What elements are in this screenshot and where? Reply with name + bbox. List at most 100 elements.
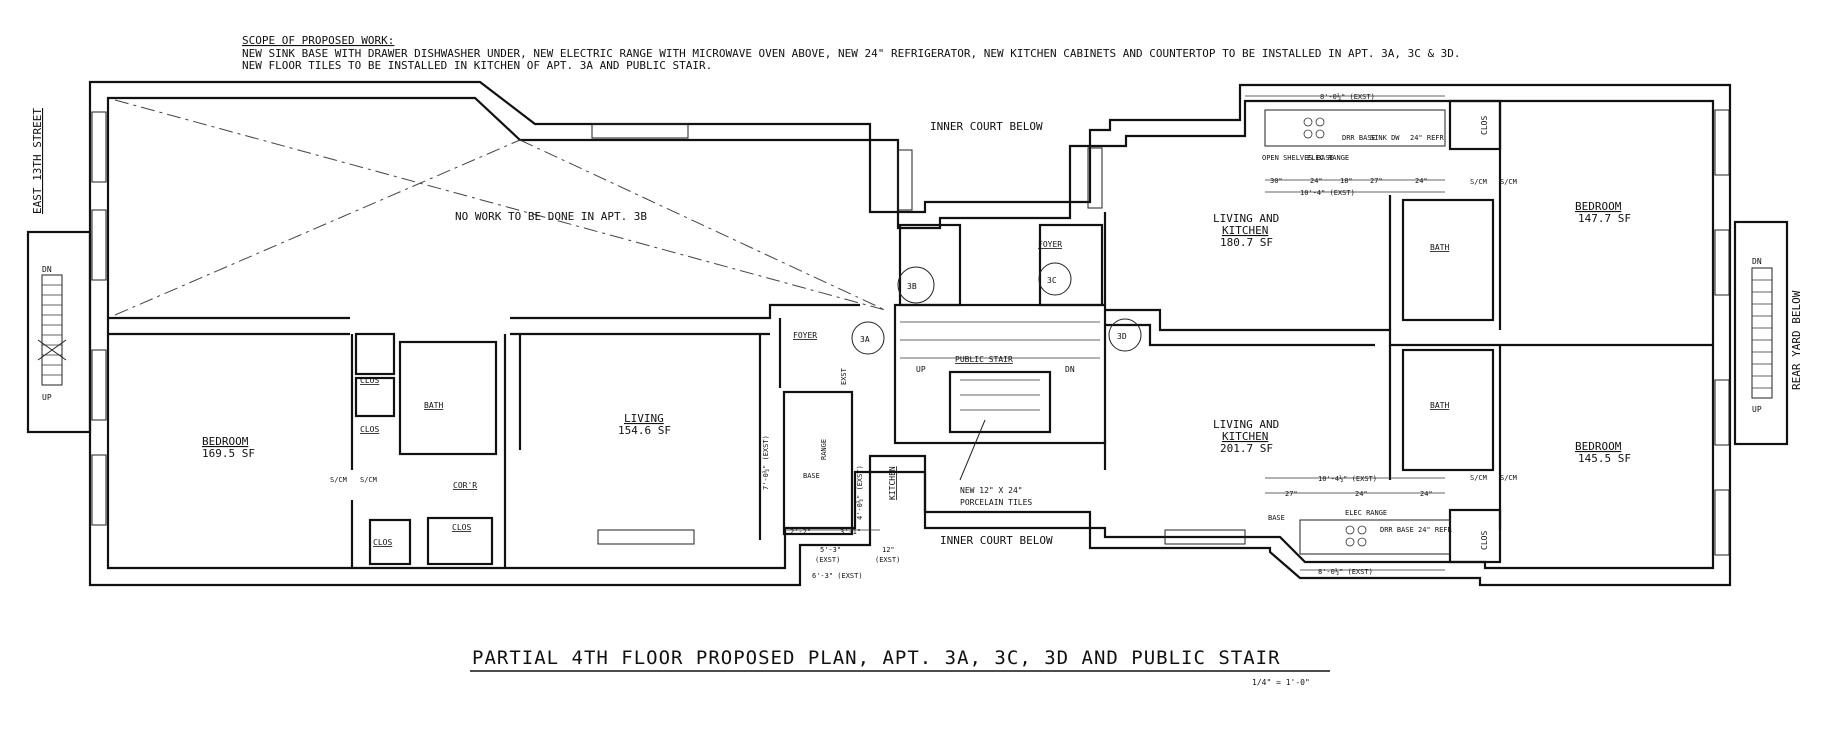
apt-3a-corr-label: COR'R	[453, 481, 477, 490]
apt-3a: BEDROOM 169.5 SF CLOS CLOS CLOS CLOS BAT…	[202, 321, 900, 580]
apt-3a-dim-exst-2: (EXST)	[875, 556, 900, 564]
apt-3b: NO WORK TO BE DONE IN APT. 3B 3B	[114, 99, 935, 316]
apt-3a-living-area: 154.6 SF	[618, 424, 671, 437]
scope-line-1: NEW SINK BASE WITH DRAWER DISHWASHER UND…	[242, 47, 1461, 60]
apt-3a-foyer-label: FOYER	[793, 331, 817, 340]
apt-3c-d30: 30"	[1270, 177, 1283, 185]
apt-3a-scm-1: S/CM	[330, 476, 347, 484]
apt-3d-dim-top: 10'-4½" (EXST)	[1318, 475, 1377, 483]
apt-3c-kitchen-label: KITCHEN	[1222, 224, 1268, 237]
apt-3c-d27: 27"	[1370, 177, 1383, 185]
public-stair-up: UP	[916, 365, 926, 374]
apt-3c: FOYER 3C LIVING AND KITCHEN 180.7 SF BED…	[1038, 93, 1631, 296]
apt-3a-base-label: BASE	[803, 472, 820, 480]
apt-3a-living-label: LIVING	[624, 412, 664, 425]
apt-3c-bath-label: BATH	[1430, 243, 1449, 252]
apt-3b-tag: 3B	[907, 282, 917, 291]
apt-3c-scm-2: S/CM	[1500, 178, 1517, 186]
apt-3a-bath-label: BATH	[424, 401, 443, 410]
apt-3d-kitchen-label: KITCHEN	[1222, 430, 1268, 443]
apt-3d-d24-2: 24"	[1420, 490, 1433, 498]
apt-3c-elec-range: ELEC RANGE	[1307, 154, 1349, 162]
apt-3c-living-label: LIVING AND	[1213, 212, 1279, 225]
apt-3a-dim-3-1: 3'-1"	[840, 528, 861, 536]
public-stair: PUBLIC STAIR UP DN NEW 12" X 24" PORCELA…	[900, 321, 1100, 507]
apt-3d-bedroom-area: 145.5 SF	[1578, 452, 1631, 465]
plan-scale: 1/4" = 1'-0"	[1252, 678, 1310, 687]
apt-3d-d27: 27"	[1285, 490, 1298, 498]
windows	[91, 109, 1730, 556]
apt-3c-tag: 3C	[1047, 276, 1057, 285]
apt-3c-living-area: 180.7 SF	[1220, 236, 1273, 249]
apt-3d-living-area: 201.7 SF	[1220, 442, 1273, 455]
street-label: EAST 13TH STREET	[31, 108, 44, 214]
apt-3d-elec-range: ELEC RANGE	[1345, 509, 1387, 517]
apt-3c-clos-label: CLOS	[1480, 116, 1489, 135]
apt-3d-tag: 3D	[1117, 332, 1127, 341]
apt-3d-refr: 24" REFR	[1418, 526, 1453, 534]
apt-3c-sink: SINK DW	[1370, 134, 1400, 142]
apt-3c-bedroom-area: 147.7 SF	[1578, 212, 1631, 225]
inner-court-top: INNER COURT BELOW	[930, 120, 1043, 133]
public-stair-dn: DN	[1065, 365, 1075, 374]
apt-3a-dim-5-3: 5'-3"	[820, 546, 841, 554]
apt-3c-foyer-label: FOYER	[1038, 240, 1062, 249]
apt-3c-open-shelves: OPEN SHELVES BASE	[1262, 154, 1334, 162]
tiles-note-line-2: PORCELAIN TILES	[960, 498, 1032, 507]
apt-3a-clos-2: CLOS	[360, 425, 379, 434]
apt-3c-d24: 24"	[1310, 177, 1323, 185]
apt-3a-clos-3: CLOS	[373, 538, 392, 547]
no-work-note: NO WORK TO BE DONE IN APT. 3B	[455, 210, 647, 223]
apt-3d-d24-1: 24"	[1355, 490, 1368, 498]
apt-3a-dim-7: 7'-0½" (EXST)	[762, 435, 770, 490]
tiles-note-line-1: NEW 12" X 24"	[960, 486, 1023, 495]
right-fire-escape: DN UP	[1733, 220, 1789, 446]
apt-3a-clos-1: CLOS	[360, 376, 379, 385]
apt-3d-clos-label: CLOS	[1480, 531, 1489, 550]
apt-3a-exst-label: EXST	[840, 367, 848, 385]
apt-3c-dim-bot: 10'-4" (EXST)	[1300, 189, 1355, 197]
apt-3c-d24b: 24"	[1415, 177, 1428, 185]
apt-3a-tag: 3A	[860, 335, 870, 344]
apt-3a-bedroom-area: 169.5 SF	[202, 447, 255, 460]
left-stair-up: UP	[42, 393, 52, 402]
apt-3c-dim-top: 8'-0½" (EXST)	[1320, 93, 1375, 101]
apt-3c-d18: 18"	[1340, 177, 1353, 185]
right-stair-up: UP	[1752, 405, 1762, 414]
apt-3c-refr: 24" REFR	[1410, 134, 1445, 142]
scope-heading: SCOPE OF PROPOSED WORK:	[242, 34, 394, 47]
building-walls	[88, 80, 1732, 587]
right-stair-dn: DN	[1752, 257, 1762, 266]
apt-3a-dim-2-2: 2'-2"	[790, 528, 811, 536]
rear-yard-label: REAR YARD BELOW	[1790, 290, 1803, 390]
apt-3d-base: BASE	[1268, 514, 1285, 522]
apt-3d-bedroom-label: BEDROOM	[1575, 440, 1622, 453]
apt-3c-scm-1: S/CM	[1470, 178, 1487, 186]
apt-3c-drr-base: DRR BASE	[1342, 134, 1376, 142]
apt-3a-bedroom-label: BEDROOM	[202, 435, 249, 448]
apt-3d-living-label: LIVING AND	[1213, 418, 1279, 431]
title-block: PARTIAL 4TH FLOOR PROPOSED PLAN, APT. 3A…	[470, 647, 1330, 687]
apt-3a-dim-exst-1: (EXST)	[815, 556, 840, 564]
plan-title: PARTIAL 4TH FLOOR PROPOSED PLAN, APT. 3A…	[472, 647, 1281, 669]
apt-3d-dim-bot: 8'-0½" (EXST)	[1318, 568, 1373, 576]
scope-notes: SCOPE OF PROPOSED WORK: NEW SINK BASE WI…	[242, 34, 1461, 72]
apt-3a-dim-12: 12"	[882, 546, 895, 554]
apt-3d-drr-base: DRR BASE	[1380, 526, 1414, 534]
apt-3a-range-label: RANGE	[820, 439, 828, 460]
apt-3c-bedroom-label: BEDROOM	[1575, 200, 1622, 213]
apt-3d-bath-label: BATH	[1430, 401, 1449, 410]
apt-3a-dim-4: 4'-0½" (EXST)	[856, 465, 864, 520]
apt-3d-scm-2: S/CM	[1500, 474, 1517, 482]
apt-3d-scm-1: S/CM	[1470, 474, 1487, 482]
apt-3a-clos-4: CLOS	[452, 523, 471, 532]
left-fire-escape: DN UP	[26, 230, 92, 434]
apt-3a-scm-2: S/CM	[360, 476, 377, 484]
apt-3d: 3D LIVING AND KITCHEN 201.7 SF BEDROOM 1…	[1108, 318, 1631, 576]
apt-3a-kitchen-label: KITCHEN	[888, 466, 897, 500]
left-stair-dn: DN	[42, 265, 52, 274]
apt-3a-dim-6-3: 6'-3" (EXST)	[812, 572, 863, 580]
scope-line-2: NEW FLOOR TILES TO BE INSTALLED IN KITCH…	[242, 59, 712, 72]
